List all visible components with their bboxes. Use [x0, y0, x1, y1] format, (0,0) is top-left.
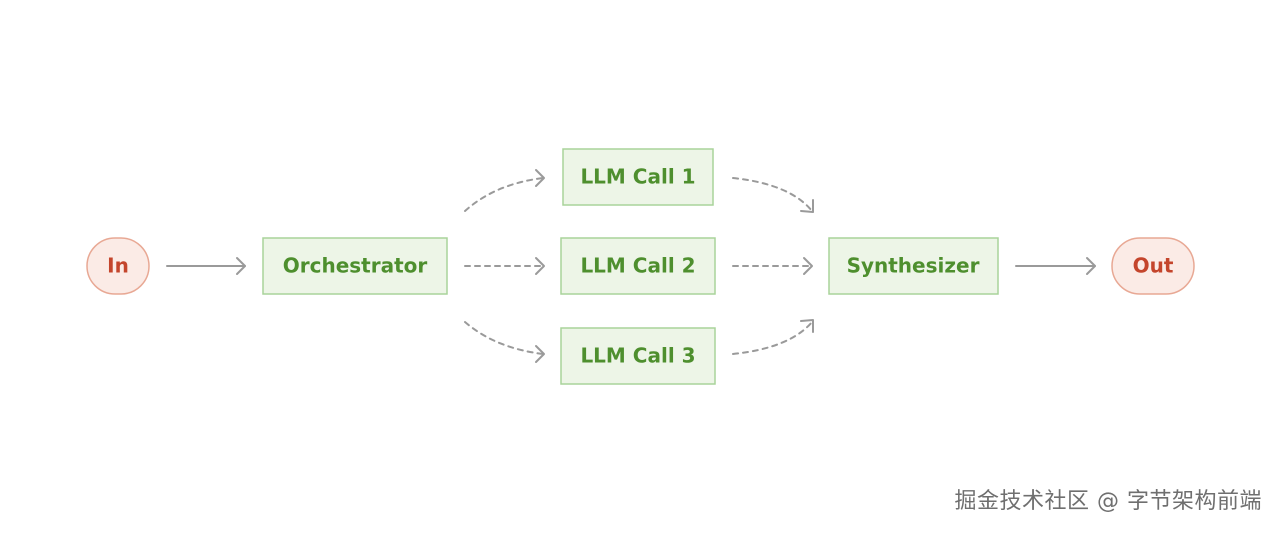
- in-node: In: [86, 237, 150, 295]
- arrow-llm-call-2-to-synthesizer: [732, 257, 813, 275]
- in-label: In: [107, 254, 129, 278]
- llm-call-1-node: LLM Call 1: [562, 148, 714, 206]
- arrow-llm-call-1-to-synthesizer: [732, 177, 814, 213]
- arrow-llm-call-3-to-synthesizer: [732, 319, 814, 355]
- arrow-orchestrator-to-llm-call-1: [464, 169, 545, 212]
- llm-call-2-label: LLM Call 2: [580, 254, 695, 278]
- watermark: 掘金技术社区 @ 字节架构前端: [954, 489, 1262, 514]
- llm-call-1-label: LLM Call 1: [580, 165, 695, 189]
- orchestrator-label: Orchestrator: [283, 254, 428, 278]
- synthesizer-node: Synthesizer: [828, 237, 999, 295]
- arrow-synthesizer-to-out: [1015, 257, 1096, 275]
- out-node: Out: [1111, 237, 1195, 295]
- arrow-in-to-orchestrator: [166, 257, 246, 275]
- llm-call-3-label: LLM Call 3: [580, 344, 695, 368]
- synthesizer-label: Synthesizer: [847, 254, 980, 278]
- arrow-orchestrator-to-llm-call-3: [464, 321, 545, 363]
- arrow-orchestrator-to-llm-call-2: [464, 257, 545, 275]
- llm-call-3-node: LLM Call 3: [560, 327, 716, 385]
- llm-call-2-node: LLM Call 2: [560, 237, 716, 295]
- out-label: Out: [1133, 254, 1174, 278]
- orchestrator-node: Orchestrator: [262, 237, 448, 295]
